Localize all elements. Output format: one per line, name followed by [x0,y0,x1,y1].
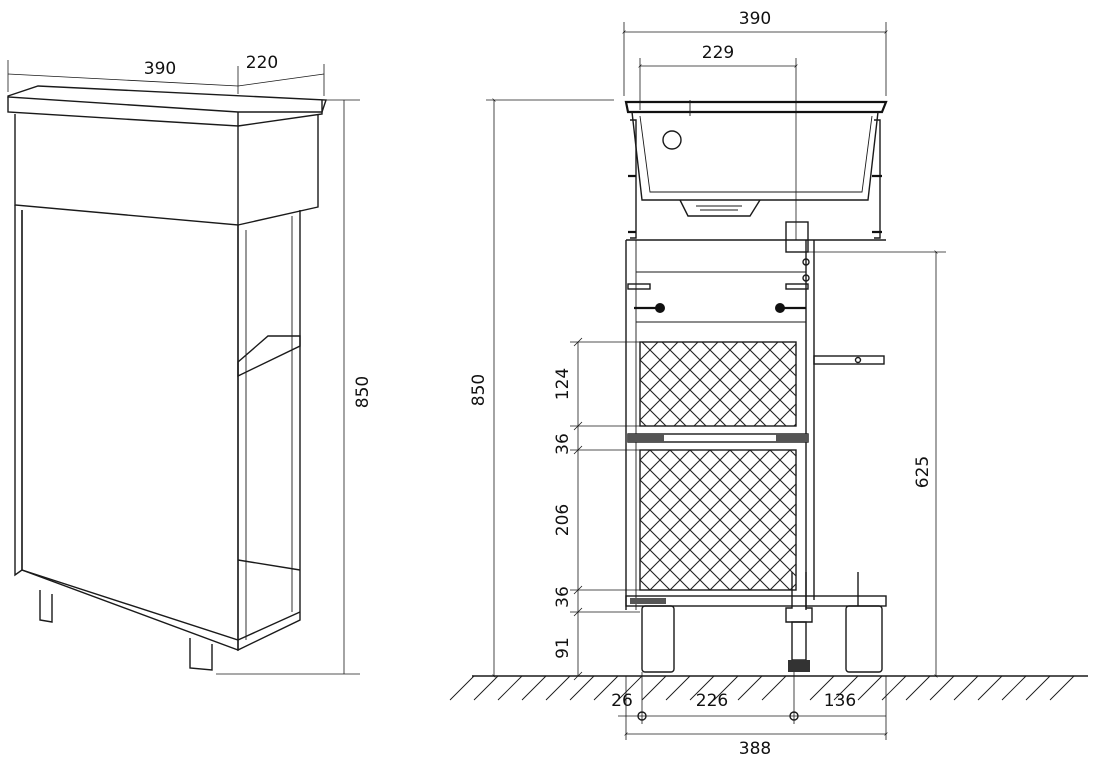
iso-front-panel [21,210,239,652]
dim-ext-stack [570,341,640,613]
left-bracket-rail [630,119,637,239]
dim-total-height-label: 850 [469,374,489,406]
bracket-screw-2 [802,274,810,282]
dim-lower-rail-label: 36 [553,586,573,608]
dim-base-left-label: 26 [611,691,633,711]
dim-base-center-label: 226 [696,691,728,711]
base-rail [625,595,887,607]
floor-hatch [449,675,1075,701]
iso-bottom-shelf [237,559,301,571]
dim-ext-bottom [625,672,887,740]
dim-bottom-width-label: 388 [739,739,771,759]
iso-depth-label: 220 [246,53,278,73]
siphon-body [791,621,807,661]
base-clip-left [630,598,666,604]
iso-upper-box-front [14,114,239,226]
drain-pipe-bracket [785,221,809,253]
basin-drain [679,199,761,217]
dim-leg-height-label: 91 [553,637,573,659]
upper-wire-basket [639,341,797,427]
knob-left-head [655,303,665,313]
knob-right-head [775,303,785,313]
iso-left-panel-edge [14,205,23,577]
clip-right-1 [785,283,809,290]
mount-point-center [789,711,799,721]
side-towel-bar [813,355,885,365]
basin-bowl [631,111,879,201]
dim-basin-offset-label: 229 [702,43,734,63]
mount-point-left [637,711,647,721]
overflow-hole [662,130,682,150]
basin-rim [624,100,888,114]
towel-bar-hole [854,356,862,364]
leg-right [845,605,883,673]
iso-leg-front-left [39,590,53,623]
iso-upper-box-side [237,115,319,226]
dim-upper-basket-label: 124 [553,368,573,400]
dim-upper-rail-label: 36 [553,433,573,455]
dim-base-right-label: 136 [824,691,856,711]
siphon-foot [788,660,810,672]
iso-leg-front-right [189,638,213,671]
iso-width-label: 390 [144,59,176,79]
iso-shelf [237,335,301,378]
iso-dim-width-line [7,73,239,87]
leg-left [641,605,675,673]
iso-height-label: 850 [353,376,373,408]
dim-top-width-label: 390 [739,9,771,29]
right-bracket-rail [874,119,881,239]
dim-lower-basket-label: 206 [553,504,573,536]
iso-countertop-front [7,97,239,127]
dim-stack-ticks [573,337,583,681]
rail-slide-right [776,434,808,442]
lower-wire-basket [639,449,797,591]
iso-bottom-edge [21,569,301,641]
bracket-screw [802,258,810,266]
basin-inner [639,115,873,193]
dim-outlet-height-label: 625 [913,456,933,488]
bracket-clips [628,174,882,234]
clip-left-1 [627,283,651,290]
iso-cabinet-view: 390 220 850 [7,53,373,675]
rail-slide-left [628,434,664,442]
iso-dim-depth-line [237,73,325,87]
iso-countertop-top [7,85,327,113]
front-cabinet-view: 390 229 [449,9,1088,759]
drain-grille [696,205,742,211]
iso-countertop-side [237,100,323,127]
iso-side-frame-outer [237,210,301,652]
